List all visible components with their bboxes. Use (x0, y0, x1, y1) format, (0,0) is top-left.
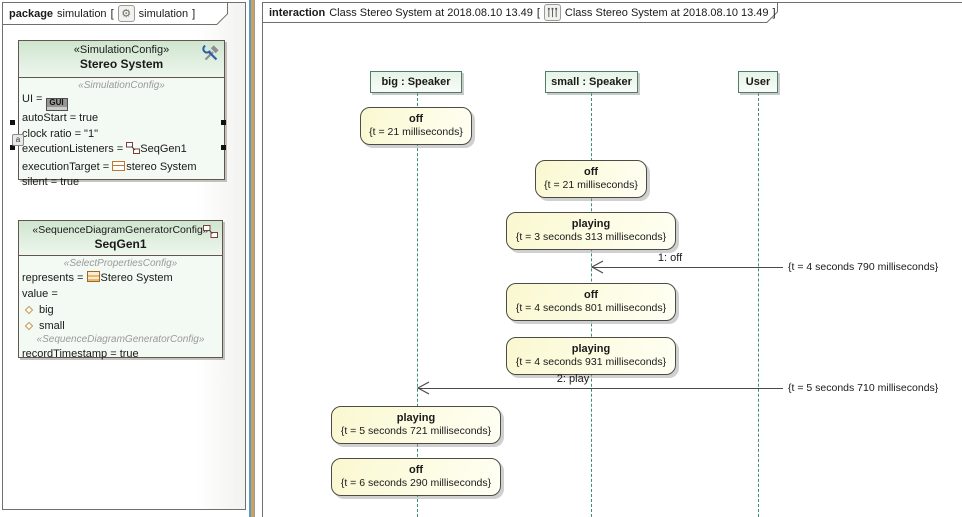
class-icon (86, 271, 100, 282)
resize-handle[interactable] (221, 120, 226, 125)
tools-icon[interactable] (202, 44, 220, 67)
frame-kind-label: interaction (269, 6, 326, 19)
frame-diagram-name-label: simulation (138, 7, 189, 20)
bracket-close: ] (192, 7, 196, 20)
sequence-diagram-generator-config-block[interactable]: «SequenceDiagramGeneratorConfig» SeqGen1… (18, 220, 223, 360)
state-invariant[interactable]: playing {t = 5 seconds 721 milliseconds} (331, 406, 501, 444)
prop-represents: represents = Stereo System (22, 271, 173, 284)
block-stereotype: «SequenceDiagramGeneratorConfig» (32, 224, 209, 236)
block-body: «SelectPropertiesConfig» represents = St… (19, 256, 222, 362)
block-header: «SimulationConfig» Stereo System (19, 41, 224, 78)
lifeline-head-small-speaker[interactable]: small : Speaker (545, 71, 638, 93)
frame-heading-fill (3, 3, 227, 24)
frame-kind-label: package (9, 7, 54, 20)
message-timestamp: {t = 4 seconds 790 milliseconds} (788, 261, 939, 273)
block-name: SeqGen1 (94, 237, 147, 251)
lifeline-big-speaker[interactable] (417, 93, 418, 517)
block-body: «SimulationConfig» UI = GUI autoStart = … (19, 78, 224, 191)
prop-clock-ratio: clock ratio = "1" (22, 127, 98, 140)
state-invariant[interactable]: playing {t = 3 seconds 313 milliseconds} (506, 212, 676, 250)
bracket-close: ] (772, 6, 776, 19)
message-line[interactable] (418, 388, 783, 389)
message-label[interactable]: 1: off (657, 252, 683, 264)
prop-autostart: autoStart = true (22, 112, 99, 124)
frame-diagram-name-label: Class Stereo System at 2018.08.10 13.49 (564, 6, 769, 19)
value-item-big: big (22, 302, 219, 318)
package-diagram-gear-icon: ⚙ (117, 5, 135, 22)
lifeline-head-big-speaker[interactable]: big : Speaker (370, 71, 462, 93)
frame-name-label: simulation (57, 7, 107, 20)
resize-handle[interactable] (221, 145, 226, 150)
prop-execution-target: executionTarget = stereo System (22, 160, 197, 173)
state-invariant[interactable]: off {t = 21 milliseconds} (360, 107, 472, 145)
lifeline-head-user[interactable]: User (738, 71, 778, 93)
message-label[interactable]: 2: play (556, 373, 590, 385)
open-arrowhead-icon (417, 381, 430, 395)
package-frame-heading[interactable]: package simulation [ ⚙ simulation ] (2, 2, 228, 25)
bracket-open: [ (536, 6, 540, 19)
prop-execution-listeners: executionListeners = SeqGen1 (22, 142, 221, 160)
prop-value: value = (22, 288, 58, 300)
state-invariant[interactable]: off {t = 4 seconds 801 milliseconds} (506, 283, 676, 321)
block-stereotype: «SimulationConfig» (73, 44, 170, 56)
simulation-config-block[interactable]: «SimulationConfig» Stereo System «Simula… (18, 40, 225, 188)
section-stereotype: «SelectPropertiesConfig» (63, 258, 178, 269)
block-name: Stereo System (79, 57, 164, 71)
state-invariant[interactable]: off {t = 6 seconds 290 milliseconds} (331, 458, 501, 496)
sequence-diagram-icon (543, 4, 561, 21)
bracket-open: [ (110, 7, 114, 20)
sequence-generator-icon (126, 142, 141, 160)
prop-silent: silent = true (22, 176, 80, 188)
pane-divider-gray (254, 0, 255, 517)
state-invariant[interactable]: playing {t = 4 seconds 931 milliseconds} (506, 337, 676, 375)
frame-heading-fill (263, 3, 777, 22)
attribute-badge-icon: a (12, 134, 24, 146)
message-line[interactable] (592, 267, 783, 268)
prop-ui: UI = GUI (22, 92, 221, 111)
part-icon (112, 160, 126, 171)
diamond-icon (24, 321, 34, 331)
message-timestamp: {t = 5 seconds 710 milliseconds} (788, 382, 939, 394)
value-item-small: small (22, 318, 219, 334)
sequence-generator-icon (203, 225, 218, 243)
pane-divider-blue[interactable] (249, 0, 251, 517)
resize-handle[interactable] (10, 120, 15, 125)
state-invariant[interactable]: off {t = 21 milliseconds} (535, 160, 647, 198)
diamond-icon (24, 305, 34, 315)
pane-divider-tan[interactable] (251, 0, 254, 517)
gui-icon: GUI (45, 98, 68, 111)
interaction-frame-heading[interactable]: interaction Class Stereo System at 2018.… (262, 2, 778, 23)
lifeline-user[interactable] (758, 93, 759, 517)
section-stereotype: «SequenceDiagramGeneratorConfig» (36, 334, 205, 345)
block-header: «SequenceDiagramGeneratorConfig» SeqGen1 (19, 221, 222, 256)
prop-record-timestamp: recordTimestamp = true (22, 348, 139, 360)
section-stereotype: «SimulationConfig» (78, 80, 165, 91)
resize-handle[interactable] (10, 145, 15, 150)
frame-name-label: Class Stereo System at 2018.08.10 13.49 (329, 6, 533, 19)
open-arrowhead-icon (591, 260, 604, 274)
